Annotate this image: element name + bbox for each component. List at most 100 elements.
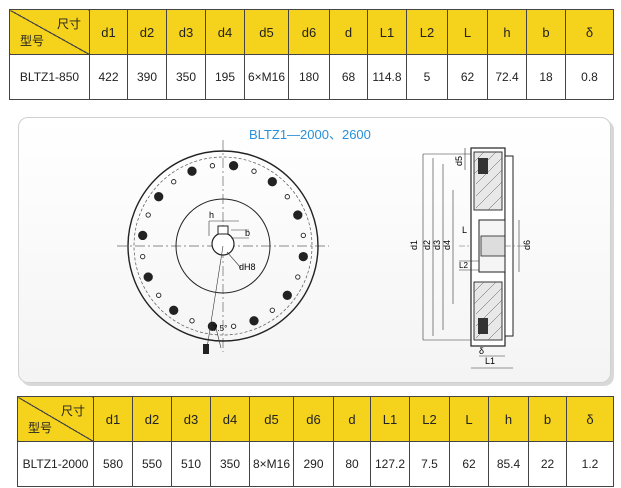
- label-d6: d6: [522, 240, 532, 250]
- column-header: δ: [565, 9, 614, 55]
- value-cell: 390: [127, 54, 167, 100]
- column-header: d3: [171, 396, 211, 442]
- column-header: d2: [132, 396, 172, 442]
- value-cell: 72.4: [487, 54, 527, 100]
- outer-disc-circle: [127, 150, 319, 342]
- bolt-hole: [140, 253, 146, 260]
- table-header-row: 尺寸 型号 d1 d2 d3 d4 d5 d6 d L1 L2 L h b δ: [17, 396, 614, 442]
- column-header: d: [333, 396, 371, 442]
- label-delta: δ: [479, 346, 484, 356]
- value-cell: 62: [449, 441, 489, 487]
- value-cell: 22: [528, 441, 567, 487]
- column-header: d3: [166, 9, 206, 55]
- table-header-row: 尺寸 型号 d1 d2 d3 d4 d5 d6 d L1 L2 L h b δ: [9, 9, 614, 55]
- label-b: b: [245, 228, 250, 238]
- header-dimension-label: 尺寸: [60, 404, 85, 418]
- column-header: L2: [406, 9, 448, 55]
- label-d4: d4: [442, 240, 452, 250]
- column-header: d2: [127, 9, 167, 55]
- header-model-label: 型号: [20, 34, 45, 48]
- column-header: d6: [293, 396, 334, 442]
- value-cell: 510: [171, 441, 211, 487]
- value-cell: 7.5: [409, 441, 450, 487]
- label-d3: d3: [432, 240, 442, 250]
- value-cell: 8×M16: [249, 441, 294, 487]
- label-L2: L2: [459, 261, 468, 270]
- column-header: d1: [89, 9, 128, 55]
- value-cell: 550: [132, 441, 172, 487]
- model-cell: BLTZ1-850: [9, 54, 90, 100]
- bolt-hole: [138, 230, 148, 241]
- bolt-hole: [251, 168, 257, 174]
- value-cell: 114.8: [367, 54, 407, 100]
- bolt-hole: [249, 316, 259, 326]
- header-dimension-label: 尺寸: [56, 17, 81, 31]
- angle-leader: [206, 245, 224, 349]
- value-cell: 180: [288, 54, 330, 100]
- lead-terminal: [203, 344, 209, 354]
- bolt-hole: [169, 305, 179, 315]
- label-d2: d2: [422, 240, 432, 250]
- value-cell: 422: [89, 54, 128, 100]
- label-L: L: [462, 225, 467, 235]
- spec-table-bottom: 尺寸 型号 d1 d2 d3 d4 d5 d6 d L1 L2 L h b δ …: [17, 396, 614, 487]
- bolt-hole: [145, 212, 151, 218]
- keyway: [217, 225, 229, 235]
- bolt-hole: [284, 194, 290, 200]
- bolt-hole: [228, 161, 239, 171]
- model-cell: BLTZ1-2000: [17, 441, 94, 487]
- column-header: d5: [244, 9, 289, 55]
- label-L1: L1: [485, 356, 495, 366]
- column-header: d4: [205, 9, 245, 55]
- column-header: d4: [210, 396, 250, 442]
- bolt-hole: [171, 179, 177, 185]
- header-model-label: 型号: [28, 421, 53, 435]
- hub-circle: [175, 198, 271, 294]
- coil-block-upper: [478, 158, 488, 174]
- front-view: h b dH8 7.5°: [117, 140, 329, 354]
- column-header: L: [449, 396, 489, 442]
- spec-table-top: 尺寸 型号 d1 d2 d3 d4 d5 d6 d L1 L2 L h b δ …: [9, 9, 614, 100]
- table-row: BLTZ1-850 422 390 350 195 6×M16 180 68 1…: [9, 54, 614, 100]
- value-cell: 350: [210, 441, 250, 487]
- value-cell: 68: [329, 54, 368, 100]
- column-header: L1: [367, 9, 407, 55]
- drawing-title: BLTZ1—2000、2600: [249, 127, 371, 142]
- column-header: d: [329, 9, 368, 55]
- bolt-hole: [187, 166, 197, 176]
- bolt-hole: [295, 274, 301, 280]
- label-h: h: [209, 210, 214, 220]
- label-angle: 7.5°: [213, 324, 227, 333]
- bolt-hole: [293, 210, 303, 220]
- bolt-hole: [143, 272, 153, 282]
- column-header: h: [487, 9, 527, 55]
- bolt-hole: [300, 232, 306, 239]
- coil-block-lower: [478, 318, 488, 334]
- value-cell: 80: [333, 441, 371, 487]
- bolt-hole: [154, 192, 164, 202]
- dimension-lines: [422, 148, 520, 369]
- technical-drawing-panel: BLTZ1—2000、2600 h b dH8: [18, 117, 611, 383]
- column-header: d5: [249, 396, 294, 442]
- diagonal-header-cell: 尺寸 型号: [9, 9, 90, 55]
- bore-circle: [211, 232, 235, 256]
- bolt-hole: [269, 307, 275, 313]
- bolt-hole: [298, 251, 308, 262]
- value-cell: 62: [447, 54, 488, 100]
- column-header: b: [526, 9, 566, 55]
- value-cell: 0.8: [565, 54, 614, 100]
- value-cell: 580: [93, 441, 133, 487]
- bolt-pitch-circle: [133, 156, 313, 336]
- column-header: h: [488, 396, 529, 442]
- value-cell: 290: [293, 441, 334, 487]
- side-section-view: d1 d2 d3 d4 d5 d6 L L2 δ L1: [409, 147, 532, 369]
- bolt-hole: [156, 292, 162, 298]
- column-header: d6: [288, 9, 330, 55]
- diagonal-header-cell: 尺寸 型号: [17, 396, 94, 442]
- label-dH8: dH8: [239, 262, 256, 272]
- label-d5: d5: [454, 156, 464, 166]
- column-header: L1: [370, 396, 410, 442]
- value-cell: 1.2: [566, 441, 614, 487]
- bolt-hole: [189, 318, 195, 324]
- value-cell: 350: [166, 54, 206, 100]
